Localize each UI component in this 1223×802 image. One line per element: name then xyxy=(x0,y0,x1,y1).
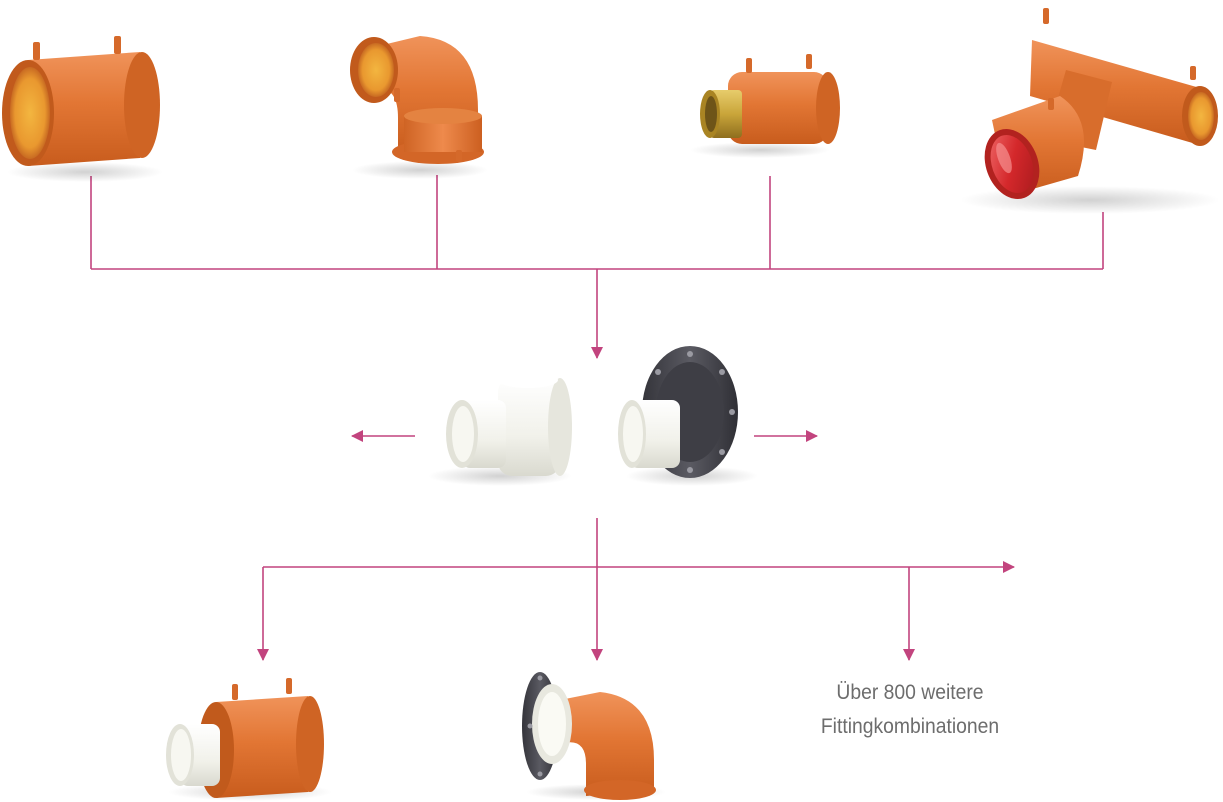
caption-line-1: Über 800 weitere xyxy=(781,676,1039,710)
coupler-with-adapter-image xyxy=(166,678,332,801)
caption-line-2: Fittingkombinationen xyxy=(781,710,1039,744)
connector-lines xyxy=(91,175,1103,660)
elbow-fitting-image xyxy=(350,36,488,179)
tee-fitting-image xyxy=(960,8,1220,214)
brass-thread-adapter-image xyxy=(690,54,840,158)
flange-adapter-image xyxy=(618,346,758,486)
white-adapter-image xyxy=(428,372,572,486)
elbow-with-flange-adapter-image xyxy=(522,672,666,800)
coupler-fitting-image xyxy=(2,36,163,182)
more-combinations-caption: Über 800 weitere Fittingkombinationen xyxy=(781,676,1039,744)
